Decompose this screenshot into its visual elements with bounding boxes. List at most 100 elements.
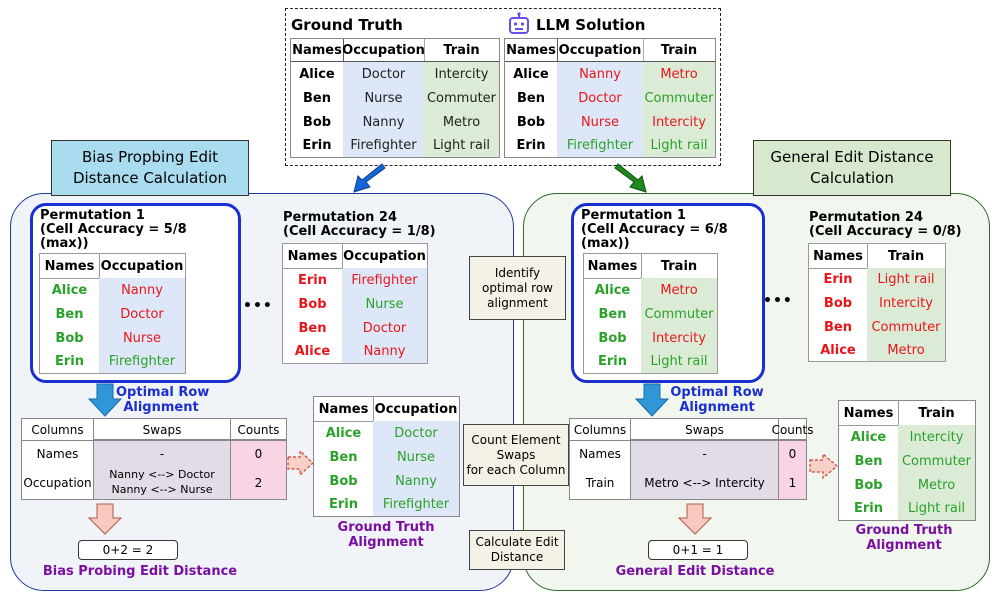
step1-line2: optimal row (481, 280, 553, 295)
left-result-box: 0+2 = 2 (78, 540, 178, 560)
lga-occ-cell: Firefighter (373, 493, 459, 516)
lga-occ-cell: Nurse (373, 445, 459, 469)
lp1-occ-cell: Nurse (99, 326, 185, 350)
rp1-name-cell: Ben (598, 306, 627, 322)
step-count-box: Count Element Swaps for each Column (463, 424, 569, 486)
right-perm1-title-line1: Permutation 1 (581, 208, 686, 223)
lp1-name-cell: Ben (55, 306, 84, 322)
llm-train-cell: Intercity (643, 110, 715, 134)
rp1-train-cell: Commuter (641, 302, 717, 326)
lp24-header-occupation: Occupation (343, 248, 426, 264)
rs-row1-swaps: - (702, 447, 707, 461)
rp1-train-cell: Intercity (641, 326, 717, 350)
left-optimal-line1: Optimal Row (116, 385, 210, 400)
lp24-header-names: Names (287, 248, 338, 264)
rp1-name-cell: Alice (594, 282, 631, 298)
left-down-arrow-icon (88, 383, 122, 417)
rga-header-names: Names (843, 405, 894, 421)
right-optimal-line2: Alignment (679, 400, 755, 415)
rga-header-train: Train (918, 405, 955, 421)
right-gt-caption-line2: Alignment (866, 538, 942, 553)
left-perm1-title-line2: (Cell Accuracy = 5/8 (40, 222, 187, 237)
gt-name-cell: Ben (303, 90, 331, 106)
llm-train-cell: Light rail (643, 134, 715, 157)
llm-header-occupation: Occupation (558, 42, 642, 58)
left-perm24-title-line1: Permutation 24 (283, 210, 398, 225)
rs-row2-swap1: Metro <--> Intercity (644, 476, 765, 490)
left-optimal-line2: Alignment (123, 400, 199, 415)
arrow-down-right-icon (614, 163, 647, 193)
lga-name-cell: Erin (328, 497, 358, 512)
llm-occupation-cell: Nanny (557, 62, 643, 86)
gt-name-cell: Erin (302, 138, 332, 153)
left-result-arrow-icon (88, 503, 122, 535)
rp1-train-cell: Light rail (641, 350, 717, 373)
rp1-header-train: Train (660, 258, 698, 274)
right-perm24-title-line1: Permutation 24 (809, 210, 924, 225)
rga-name-cell: Erin (853, 501, 883, 516)
right-result-box: 0+1 = 1 (648, 540, 748, 560)
right-title-line2: Calculation (810, 169, 894, 187)
lp24-name-cell: Alice (294, 344, 331, 359)
lp1-header-names: Names (44, 258, 95, 274)
lp1-occ-cell: Nanny (99, 278, 185, 302)
lp24-occ-cell: Nanny (342, 340, 427, 363)
step-calculate-box: Calculate Edit Distance (469, 530, 565, 570)
lga-header-names: Names (318, 401, 369, 417)
step2-line2: Swaps (496, 447, 536, 462)
ls-header-counts: Counts (237, 422, 280, 437)
ls-row2-swap1: Nanny <--> Doctor (109, 467, 215, 481)
right-gt-caption-line1: Ground Truth (855, 523, 953, 538)
gt-occupation-cell: Firefighter (343, 134, 424, 157)
lp24-name-cell: Ben (298, 320, 327, 336)
gt-name-cell: Bob (302, 114, 332, 130)
ls-row2-col: Occupation (23, 476, 92, 490)
rp24-name-cell: Ben (824, 319, 852, 335)
robot-icon (509, 12, 529, 34)
lp24-occ-cell: Nurse (342, 292, 427, 316)
rp24-train-cell: Commuter (867, 315, 945, 339)
step-identify-box: Identify optimal row alignment (469, 256, 566, 320)
ls-header-swaps: Swaps (142, 422, 182, 437)
lp1-name-cell: Bob (55, 330, 84, 346)
lp1-occ-cell: Firefighter (99, 350, 185, 373)
llm-header-train: Train (660, 42, 698, 58)
gt-occupation-cell: Nanny (343, 110, 424, 134)
ls-row1-col: Names (36, 447, 79, 461)
rga-train-cell: Intercity (898, 425, 975, 449)
left-perm1-title-line3: (max)) (40, 236, 89, 251)
rs-row2-col: Train (585, 476, 615, 490)
rp24-train-cell: Metro (867, 339, 945, 361)
right-result-arrow-icon (678, 503, 712, 535)
step3-line1: Calculate Edit (475, 535, 559, 549)
lga-occ-cell: Doctor (373, 421, 459, 445)
rp24-header-names: Names (813, 248, 863, 264)
left-title-line2: Distance Calculation (72, 169, 228, 187)
right-dashed-arrow-icon (809, 452, 838, 480)
lp24-name-cell: Bob (298, 296, 327, 312)
gt-train-cell: Metro (424, 110, 499, 134)
right-down-arrow-icon (635, 383, 669, 417)
rs-row1-count: 0 (788, 447, 797, 461)
left-gt-caption-line1: Ground Truth (337, 520, 435, 535)
rp24-name-cell: Bob (823, 295, 853, 311)
step2-line3: for each Column (466, 462, 566, 477)
llm-occupation-cell: Nurse (557, 110, 643, 134)
rp24-name-cell: Erin (823, 272, 853, 287)
rs-row1-col: Names (579, 447, 621, 461)
rga-name-cell: Alice (850, 429, 887, 445)
lp1-name-cell: Alice (51, 282, 88, 298)
rga-name-cell: Bob (854, 477, 883, 493)
ls-row1-count: 0 (254, 447, 263, 461)
left-perm24-title-line2: (Cell Accuracy = 1/8) (283, 224, 436, 239)
llm-occupation-cell: Doctor (557, 86, 643, 110)
lga-occ-cell: Nanny (373, 469, 459, 493)
right-perm24-title-line2: (Cell Accuracy = 0/8) (809, 224, 962, 239)
step1-line1: Identify (494, 265, 541, 280)
lga-header-occupation: Occupation (374, 401, 458, 417)
llm-solution-title: LLM Solution (536, 16, 646, 34)
rs-row2-count: 1 (788, 476, 797, 490)
lp24-occ-cell: Firefighter (342, 268, 427, 292)
right-result-label: General Edit Distance (615, 564, 775, 579)
rp1-name-cell: Erin (597, 354, 627, 369)
